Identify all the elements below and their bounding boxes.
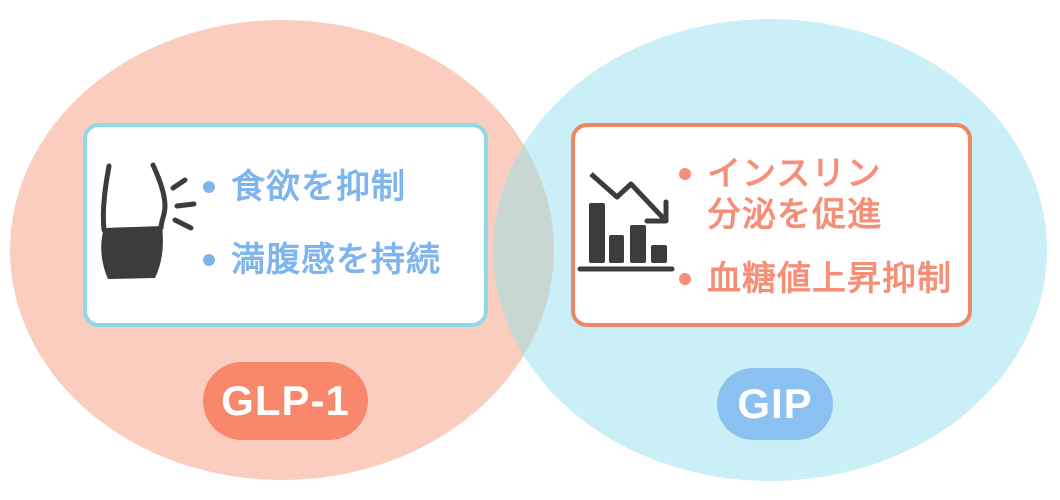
glp1-card: 食欲を抑制 満腹感を持続 <box>83 123 488 327</box>
declining-bar-chart-icon <box>577 172 675 272</box>
list-item-label: 血糖値上昇抑制 <box>707 260 952 298</box>
list-item-label: 満腹感を持続 <box>231 241 441 279</box>
gip-label: GIP <box>737 380 813 427</box>
waist-slimming-icon <box>100 162 197 279</box>
bullet-icon <box>203 254 215 266</box>
list-item: 食欲を抑制 <box>203 170 406 204</box>
list-item: インスリン <box>679 157 881 191</box>
bullet-icon <box>679 273 691 285</box>
list-item: 満腹感を持続 <box>203 243 441 277</box>
emphasis-dashes-icon <box>170 177 197 231</box>
glp1-label-pill: GLP-1 <box>203 362 368 440</box>
gip-label-pill: GIP <box>717 368 833 440</box>
list-item-continuation: 分泌を促進 <box>707 198 882 232</box>
list-item-label: 分泌を促進 <box>707 196 882 234</box>
list-item: 血糖値上昇抑制 <box>679 262 952 296</box>
list-item-label: インスリン <box>707 155 882 193</box>
bullet-icon <box>203 181 215 193</box>
list-item-label: 食欲を抑制 <box>231 168 406 206</box>
bullet-icon <box>679 168 691 180</box>
glp1-label: GLP-1 <box>221 377 350 424</box>
gip-card: インスリン 分泌を促進 血糖値上昇抑制 <box>571 123 972 327</box>
